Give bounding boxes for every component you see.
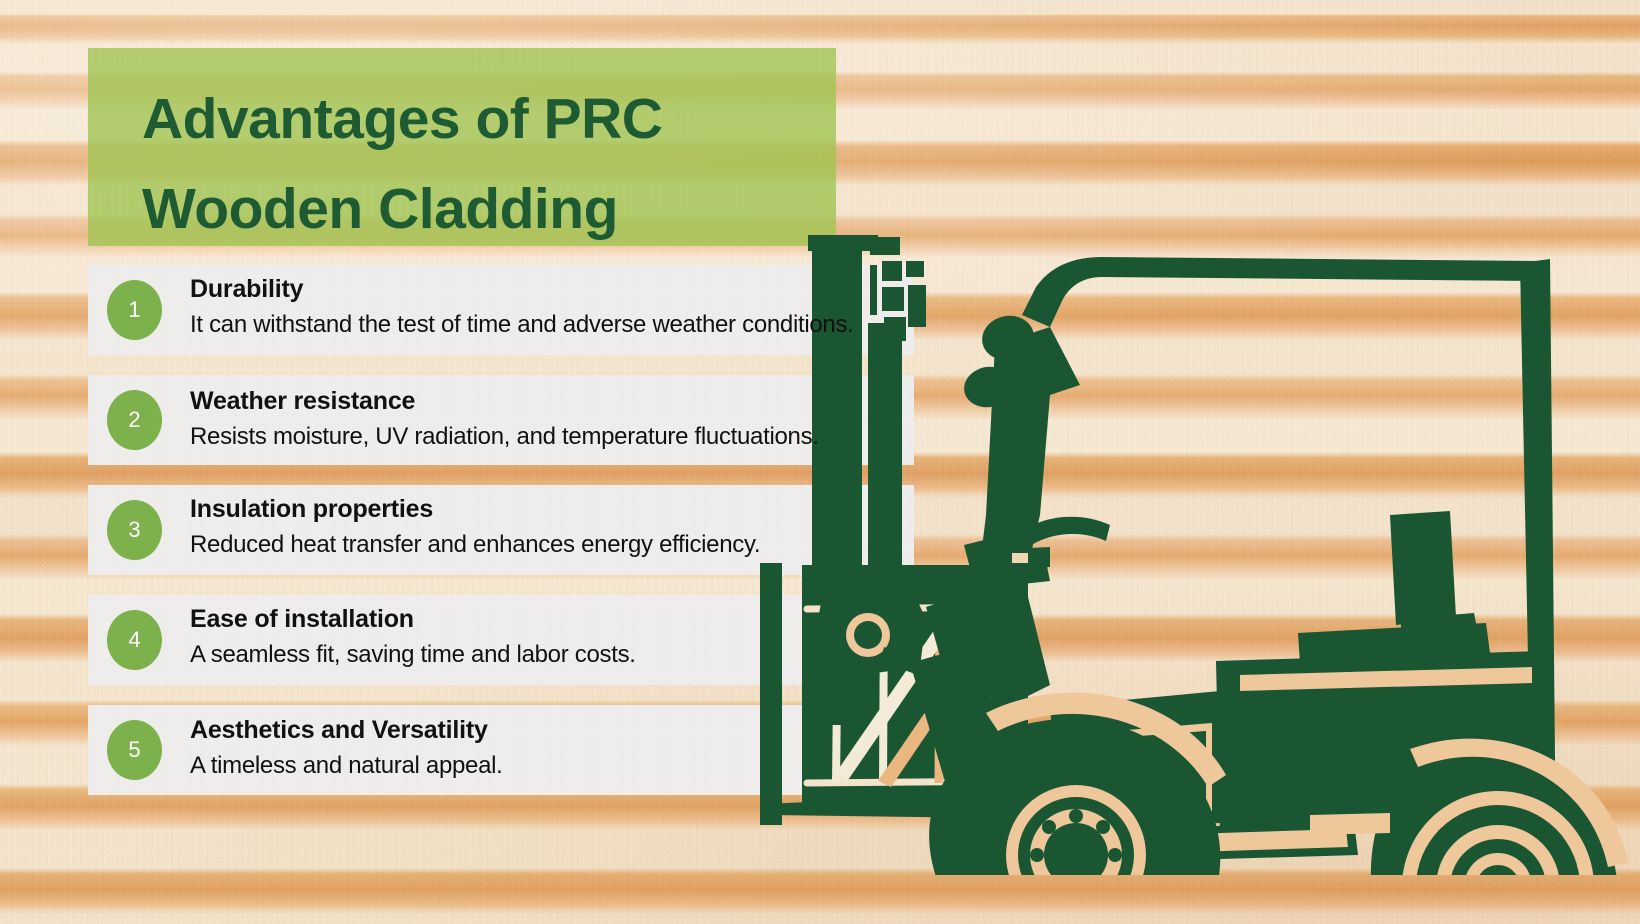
advantage-heading-1: Durability — [190, 275, 304, 303]
advantage-heading-2: Weather resistance — [190, 387, 416, 415]
advantage-text-2: Weather resistance Resists moisture, UV … — [190, 387, 819, 451]
advantage-text-4: Ease of installation A seamless fit, sav… — [190, 605, 636, 669]
advantage-number-3: 3 — [107, 500, 162, 560]
advantage-bar-5 — [88, 705, 808, 795]
advantage-bar-1 — [88, 265, 914, 355]
mast — [760, 235, 926, 825]
advantage-number-5: 5 — [107, 720, 162, 780]
advantage-bar-3 — [88, 485, 914, 575]
advantage-text-3: Insulation properties Reduced heat trans… — [190, 495, 761, 559]
advantage-number-2: 2 — [107, 390, 162, 450]
advantage-bar-4 — [88, 595, 808, 685]
front-wheel — [929, 692, 1226, 875]
page-title: Advantages of PRC Wooden Cladding — [142, 87, 663, 242]
advantage-description-4: A seamless fit, saving time and labor co… — [190, 641, 636, 668]
advantage-heading-3: Insulation properties — [190, 495, 434, 523]
advantage-description-2: Resists moisture, UV radiation, and temp… — [190, 423, 819, 450]
advantage-number-4: 4 — [107, 610, 162, 670]
steering-wheel — [994, 516, 1110, 587]
advantage-description-5: A timeless and natural appeal. — [190, 752, 503, 779]
advantage-heading-4: Ease of installation — [190, 605, 414, 633]
title-banner: Advantages of PRC Wooden Cladding — [88, 48, 836, 246]
advantage-heading-5: Aesthetics and Versatility — [190, 716, 488, 744]
operator-seat — [1298, 511, 1490, 663]
advantage-text-1: Durability It can withstand the test of … — [190, 275, 854, 339]
advantage-description-1: It can withstand the test of time and ad… — [190, 311, 854, 338]
front-pillar — [964, 315, 1080, 685]
rear-wheel — [1310, 738, 1628, 875]
advantage-number-1: 1 — [107, 280, 162, 340]
advantage-text-5: Aesthetics and Versatility A timeless an… — [190, 716, 503, 780]
advantage-description-3: Reduced heat transfer and enhances energ… — [190, 531, 761, 558]
advantage-bar-2 — [88, 375, 914, 465]
forklift-illustration — [750, 215, 1640, 875]
